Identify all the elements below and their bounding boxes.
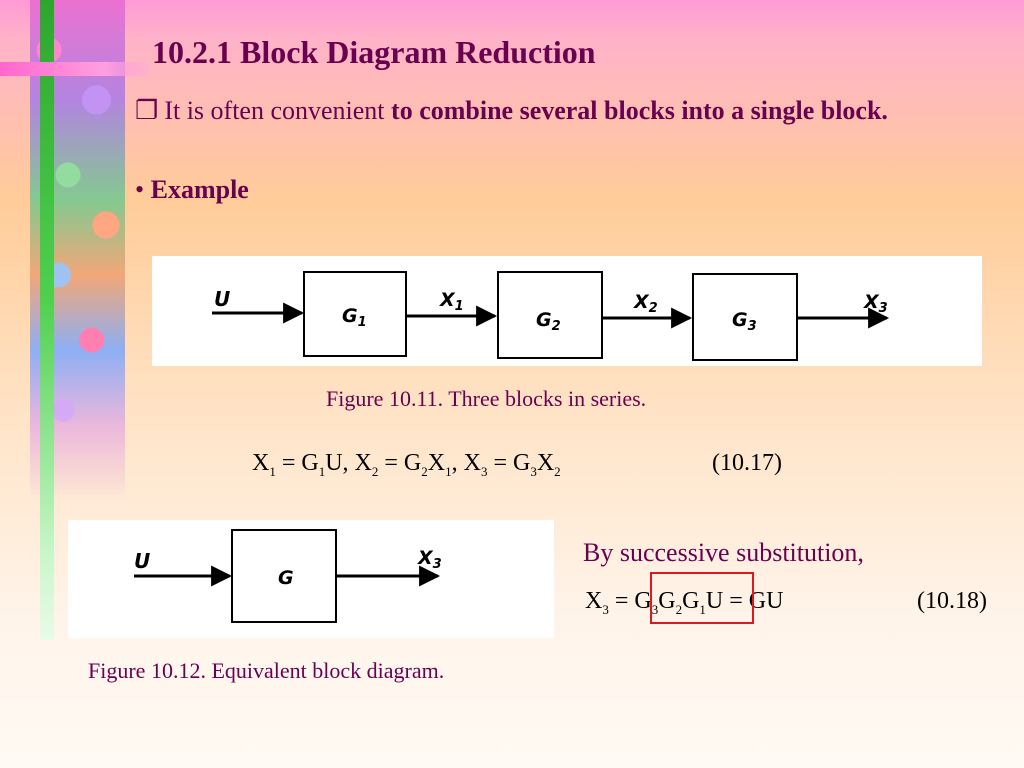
paragraph-bold-text: to combine several blocks into a single … (391, 96, 888, 125)
equation-10-17: X1 = G1U, X2 = G2X1, X3 = G3X2 (252, 450, 561, 479)
intro-paragraph: ❐It is often convenient to combine sever… (135, 92, 1000, 130)
block-label-g3: G3 (732, 309, 757, 334)
signal-label-x1: X1 (439, 289, 464, 314)
equivalent-block-diagram-svg: U G X3 (134, 529, 442, 623)
block-g2 (497, 271, 603, 359)
block-g1 (303, 271, 407, 357)
example-item: • Example (135, 175, 249, 205)
signal-label-x2: X2 (633, 291, 658, 316)
series-block-diagram-svg: U G1 G2 G3 X1 X2 X3 (212, 271, 890, 361)
block-label-g: G (278, 567, 294, 589)
equivalent-block-diagram: U G X3 (68, 520, 554, 638)
product-highlight-box (650, 572, 754, 624)
signal-label-x3: X3 (863, 291, 888, 316)
bullet-dot: • (135, 175, 145, 204)
series-block-diagram: U G1 G2 G3 X1 X2 X3 (152, 256, 982, 366)
book-bullet-icon: ❐ (135, 96, 159, 125)
input-label-u: U (134, 549, 150, 573)
slide-title: 10.2.1 Block Diagram Reduction (152, 34, 596, 70)
figure-10-11-caption: Figure 10.11. Three blocks in series. (326, 386, 647, 411)
pink-stripe (0, 62, 150, 76)
figure-10-12-caption: Figure 10.12. Equivalent block diagram. (88, 658, 445, 683)
substitution-text: By successive substitution, (583, 538, 864, 567)
output-label-x3: X3 (417, 547, 442, 572)
block-label-g2: G2 (536, 309, 561, 334)
input-label-u: U (214, 287, 230, 311)
equation-10-18: X3 = G3G2G1U = GU (585, 588, 784, 617)
equation-10-17-number: (10.17) (712, 450, 782, 476)
block-label-g1: G1 (342, 305, 367, 330)
paragraph-normal-text: It is often convenient (164, 96, 392, 125)
green-stripe (40, 0, 54, 640)
equation-10-18-number: (10.18) (917, 588, 987, 614)
example-label: Example (150, 175, 249, 204)
